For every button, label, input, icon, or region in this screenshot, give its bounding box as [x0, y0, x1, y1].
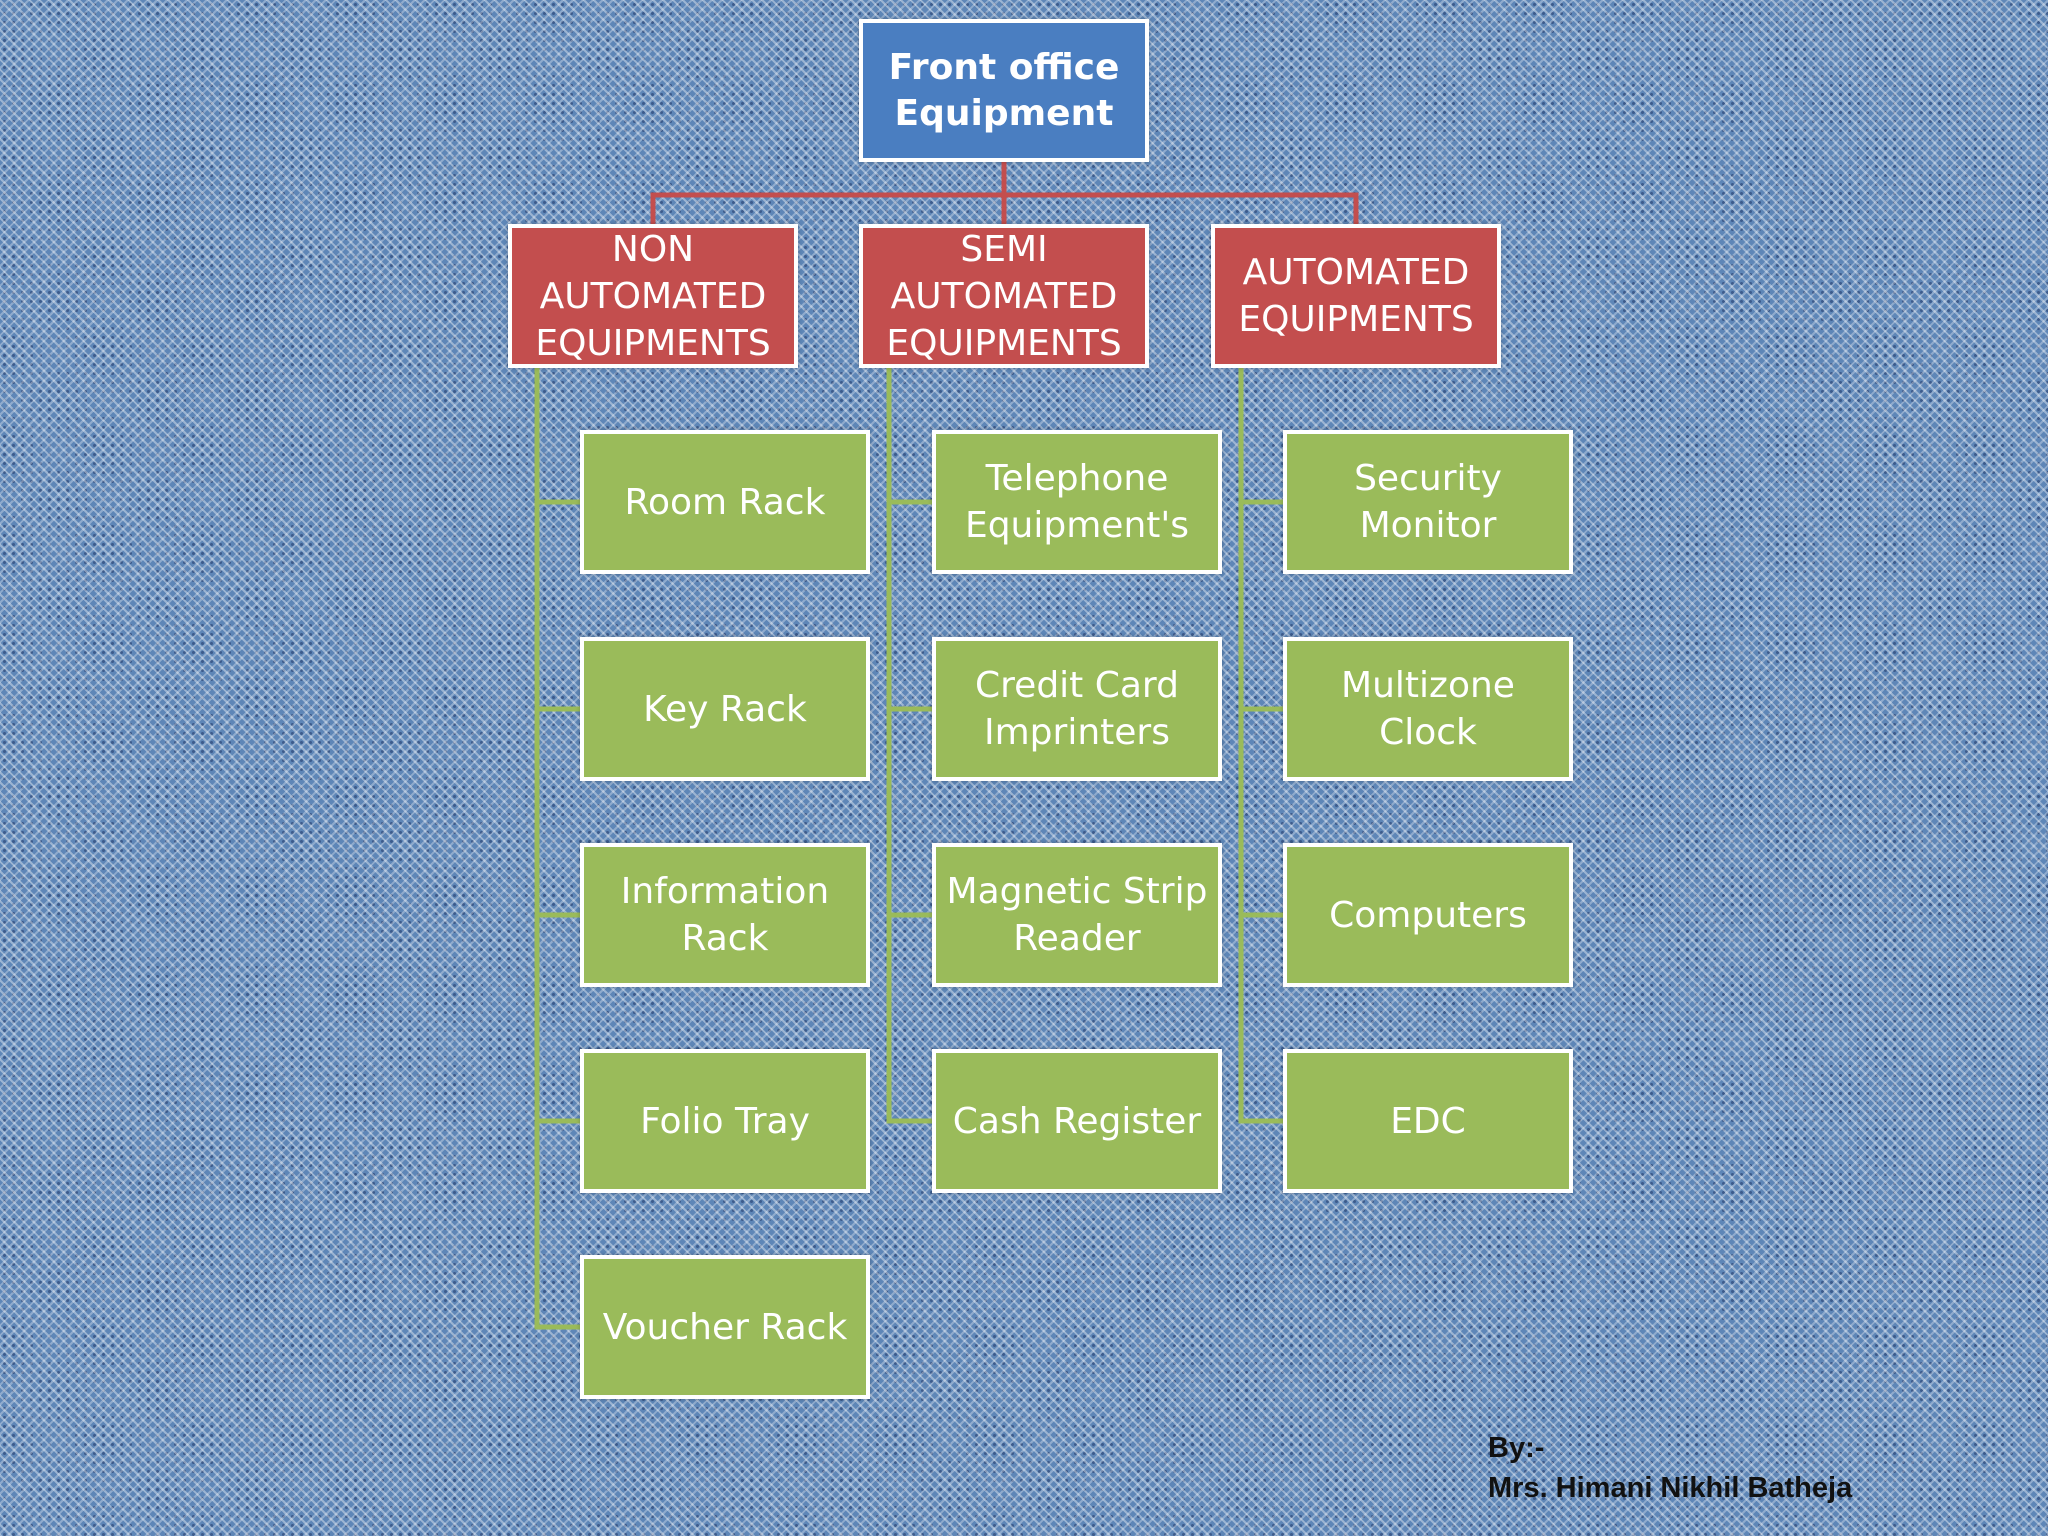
- category-non-automated: NON AUTOMATED EQUIPMENTS: [508, 224, 798, 368]
- item-security-monitor: Security Monitor: [1283, 430, 1573, 574]
- item-telephone-equipment: Telephone Equipment's: [932, 430, 1222, 574]
- credit-by-label: By:-: [1488, 1432, 1545, 1464]
- credit-author-name: Mrs. Himani Nikhil Batheja: [1488, 1472, 1853, 1504]
- item-folio-tray: Folio Tray: [580, 1049, 870, 1193]
- author-credit: By:- Mrs. Himani Nikhil Batheja: [1488, 1428, 1852, 1508]
- root-node: Front office Equipment: [859, 19, 1149, 162]
- item-magnetic-strip-reader: Magnetic Strip Reader: [932, 843, 1222, 987]
- item-room-rack: Room Rack: [580, 430, 870, 574]
- category-automated: AUTOMATED EQUIPMENTS: [1211, 224, 1501, 368]
- item-computers: Computers: [1283, 843, 1573, 987]
- item-information-rack: Information Rack: [580, 843, 870, 987]
- item-voucher-rack: Voucher Rack: [580, 1255, 870, 1399]
- item-credit-card-imprinters: Credit Card Imprinters: [932, 637, 1222, 781]
- item-key-rack: Key Rack: [580, 637, 870, 781]
- item-cash-register: Cash Register: [932, 1049, 1222, 1193]
- item-edc: EDC: [1283, 1049, 1573, 1193]
- item-multizone-clock: Multizone Clock: [1283, 637, 1573, 781]
- category-semi-automated: SEMI AUTOMATED EQUIPMENTS: [859, 224, 1149, 368]
